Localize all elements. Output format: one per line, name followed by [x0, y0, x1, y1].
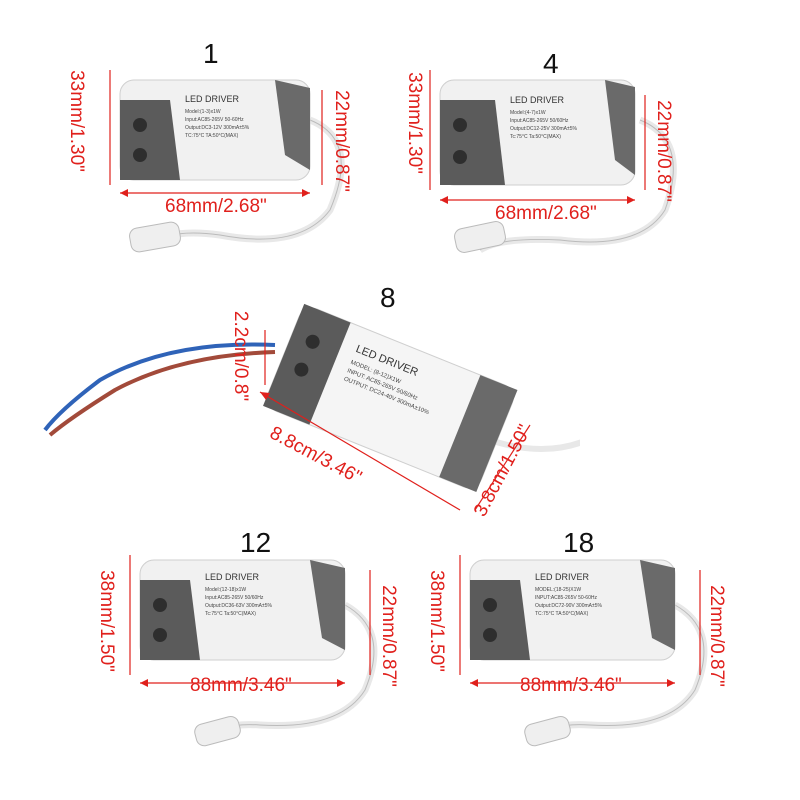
height-dimension-4: 33mm/1.30" [403, 72, 425, 174]
label-line: Input:AC85-265V 50-60Hz [185, 117, 244, 123]
length-dimension-12: 88mm/3.46" [190, 675, 292, 696]
led-driver-1: LED DRIVER Model:(1-3)x1W Input:AC85-265… [109, 70, 345, 253]
label-line: TC:75°C TA:50°C(MAX) [185, 133, 239, 139]
label-line: Input:AC85-265V 50/60Hz [510, 118, 569, 124]
label-title: LED DRIVER [510, 95, 565, 105]
label-line: Model:(1-3)x1W [185, 109, 221, 115]
height-dimension-18: 38mm/1.50" [425, 570, 447, 672]
label-title: LED DRIVER [205, 572, 260, 582]
label-line: Output:DC3-12V 300mA±5% [185, 125, 250, 131]
label-line: Tc:75°C Ta:50°C(MAX) [510, 134, 561, 140]
product-number-12: 12 [240, 527, 272, 558]
label-title: LED DRIVER [535, 572, 590, 582]
label-title: LED DRIVER [185, 94, 240, 104]
label-line: Input:AC85-265V 50/60Hz [205, 595, 264, 601]
height-dimension-12: 38mm/1.50" [95, 570, 117, 672]
label-line: INPUT:AC85-265V 50-60Hz [535, 595, 597, 601]
label-line: MODEL:(18-25)X1W [535, 587, 581, 593]
led-driver-4: LED DRIVER Model:(4-7)x1W Input:AC85-265… [429, 70, 677, 254]
product-number-8: 8 [380, 282, 396, 313]
product-number-18: 18 [563, 527, 595, 558]
depth-dimension-4: 22mm/0.87" [652, 100, 674, 202]
label-line: Output:DC36-63V 300mA±5% [205, 603, 273, 609]
led-driver-12: LED DRIVER Model:(12-18)x1W Input:AC85-2… [129, 555, 378, 747]
label-line: Tc:75°C Ta:50°C(MAX) [205, 611, 256, 617]
led-driver-18: LED DRIVER MODEL:(18-25)X1W INPUT:AC85-2… [459, 555, 708, 747]
length-dimension-18: 88mm/3.46" [520, 675, 622, 696]
length-dimension-4: 68mm/2.68" [495, 203, 597, 224]
length-dimension-1: 68mm/2.68" [165, 196, 267, 217]
height-dimension-1: 33mm/1.30" [65, 70, 87, 172]
label-line: Output:DC72-90V 300mA±5% [535, 603, 603, 609]
product-number-1: 1 [203, 38, 219, 69]
depth-dimension-18: 22mm/0.87" [705, 585, 727, 687]
label-line: Output:DC12-25V 300mA±5% [510, 126, 578, 132]
label-line: Model:(12-18)x1W [205, 587, 246, 593]
led-driver-8: LED DRIVER MODEL: (8-12)X1W INPUT: AC85-… [43, 303, 580, 511]
product-number-4: 4 [543, 48, 559, 79]
depth-dimension-1: 22mm/0.87" [330, 90, 352, 192]
label-line: TC:75°C TA:50°C(MAX) [535, 611, 589, 617]
height-dimension-8: 2.2cm/0.8" [230, 310, 252, 402]
label-line: Model:(4-7)x1W [510, 110, 546, 116]
depth-dimension-12: 22mm/0.87" [377, 585, 399, 687]
